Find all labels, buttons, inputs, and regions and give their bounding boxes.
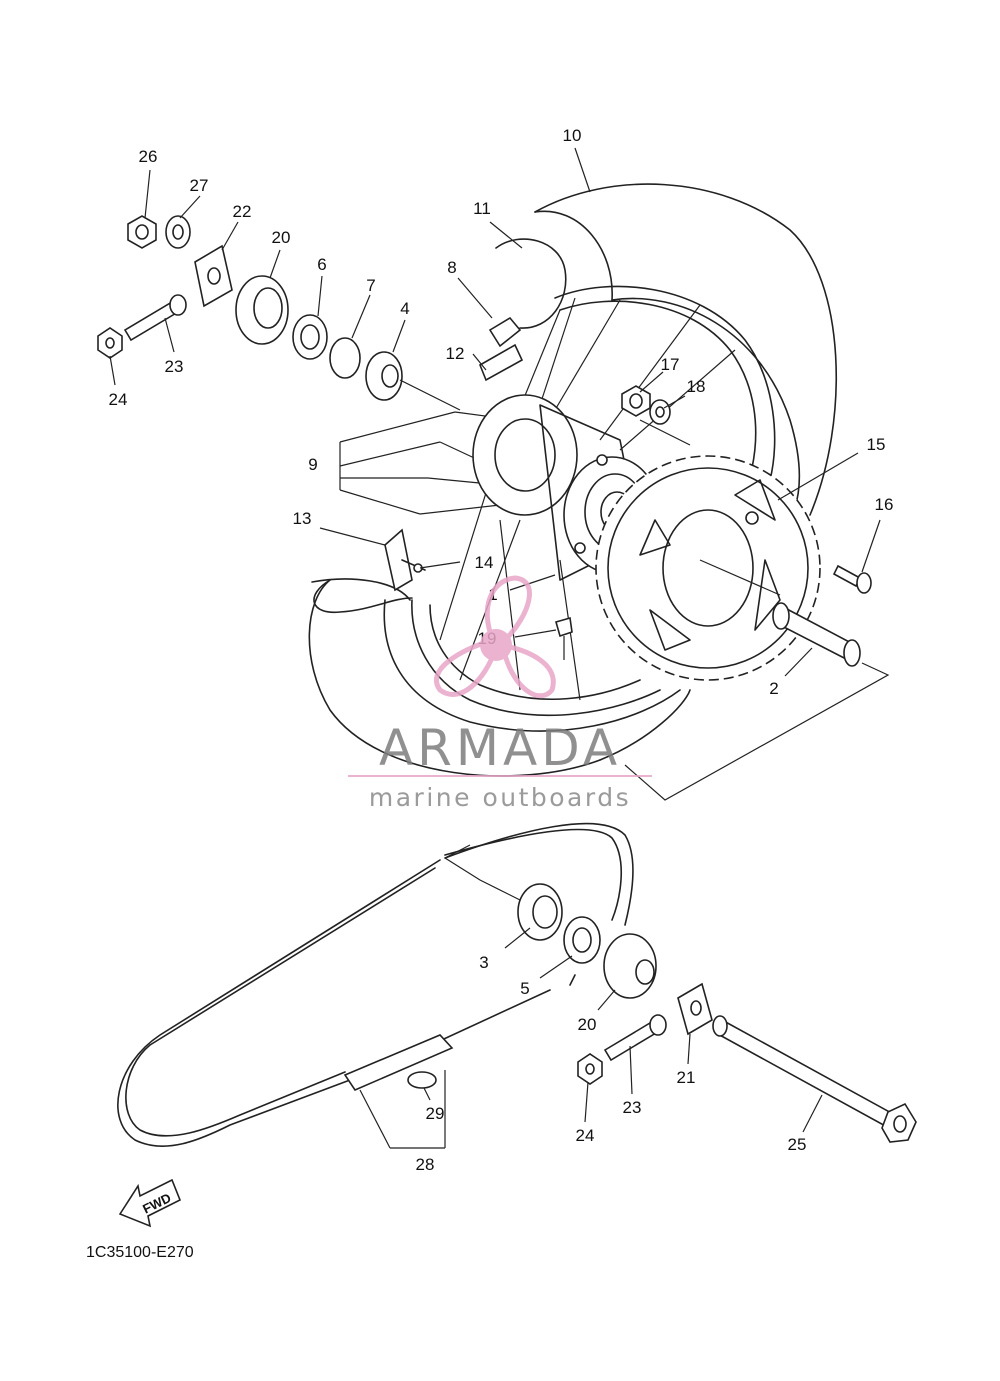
callout-29: 29 bbox=[426, 1104, 445, 1123]
valve-19-drawing bbox=[555, 616, 573, 660]
callout-15: 15 bbox=[867, 435, 886, 454]
callout-8: 8 bbox=[447, 258, 456, 277]
propeller-logo bbox=[434, 575, 556, 699]
callout-23-left: 23 bbox=[165, 357, 184, 376]
callout-18: 18 bbox=[687, 377, 706, 396]
rim-drawing bbox=[411, 285, 776, 716]
callout-4: 4 bbox=[400, 299, 409, 318]
flap-drawing bbox=[478, 238, 567, 382]
callout-21: 21 bbox=[677, 1068, 696, 1087]
callout-24-left: 24 bbox=[109, 390, 128, 409]
callout-6: 6 bbox=[317, 255, 326, 274]
callout-20-left: 20 bbox=[272, 228, 291, 247]
callout-13: 13 bbox=[293, 509, 312, 528]
callout-3: 3 bbox=[479, 953, 488, 972]
callout-27: 27 bbox=[190, 176, 209, 195]
callout-26: 26 bbox=[139, 147, 158, 166]
callout-11: 11 bbox=[473, 199, 491, 218]
left-hardware-drawing bbox=[97, 215, 403, 401]
watermark-tagline: marine outboards bbox=[369, 783, 631, 812]
callout-labels: 1 2 3 4 5 6 7 8 9 10 11 12 13 14 15 16 1… bbox=[109, 126, 894, 1174]
callout-24-right: 24 bbox=[576, 1126, 595, 1145]
sprocket-drawing bbox=[595, 455, 821, 681]
callout-17: 17 bbox=[661, 355, 680, 374]
rim-lock-drawing bbox=[384, 528, 426, 592]
callout-22: 22 bbox=[233, 202, 252, 221]
collar-drawing bbox=[772, 602, 861, 667]
callout-25: 25 bbox=[788, 1135, 807, 1154]
fwd-arrow: FWD bbox=[118, 1178, 182, 1228]
right-hardware-drawing bbox=[517, 883, 917, 1143]
callout-20-right: 20 bbox=[578, 1015, 597, 1034]
watermark-brand: ARMADA bbox=[379, 719, 621, 777]
callout-9: 9 bbox=[308, 455, 317, 474]
watermark: ARMADA marine outboards bbox=[348, 575, 652, 812]
chain-drawing bbox=[117, 822, 634, 1147]
callout-7: 7 bbox=[366, 276, 375, 295]
bolt-16-drawing bbox=[832, 564, 872, 594]
callout-12: 12 bbox=[446, 344, 465, 363]
callout-23-right: 23 bbox=[623, 1098, 642, 1117]
callout-16: 16 bbox=[875, 495, 894, 514]
propeller-hub bbox=[480, 629, 512, 661]
callout-10: 10 bbox=[563, 126, 582, 145]
nut-17-washer-18-drawing bbox=[621, 385, 671, 425]
diagram-code: 1C35100-E270 bbox=[86, 1244, 194, 1261]
callout-5: 5 bbox=[520, 979, 529, 998]
callout-2: 2 bbox=[769, 679, 778, 698]
leader-lines bbox=[109, 147, 890, 1149]
callout-28: 28 bbox=[416, 1155, 435, 1174]
callout-14: 14 bbox=[475, 553, 494, 572]
